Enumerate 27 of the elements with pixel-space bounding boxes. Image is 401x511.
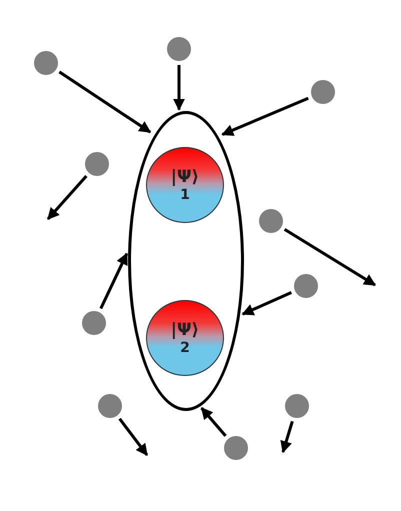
arrow	[200, 407, 227, 437]
state-index: 2	[180, 340, 190, 356]
particle-circle	[34, 51, 58, 75]
quantum-state-circle	[146, 300, 224, 376]
state-index: 1	[180, 187, 190, 203]
arrow	[284, 228, 376, 286]
particle-circle	[311, 80, 335, 104]
arrow	[173, 65, 185, 111]
particle-circle	[167, 37, 191, 61]
arrow	[58, 70, 152, 134]
particle-circle	[294, 274, 318, 298]
system-ellipse	[128, 111, 244, 411]
arrow	[46, 174, 88, 220]
state-symbol: |Ψ⟩	[170, 320, 200, 340]
arrow	[118, 418, 148, 456]
arrow	[242, 291, 292, 316]
particle-circle	[259, 209, 283, 233]
particle-circle	[224, 436, 248, 460]
arrow	[221, 96, 309, 136]
particle-circle	[82, 311, 106, 335]
state-symbol: |Ψ⟩	[170, 167, 200, 187]
particle-circle	[85, 152, 109, 176]
quantum-state-circle	[146, 147, 224, 223]
particle-circle	[98, 394, 122, 418]
arrow	[99, 252, 128, 310]
particle-circle	[285, 394, 309, 418]
arrow	[280, 420, 294, 454]
